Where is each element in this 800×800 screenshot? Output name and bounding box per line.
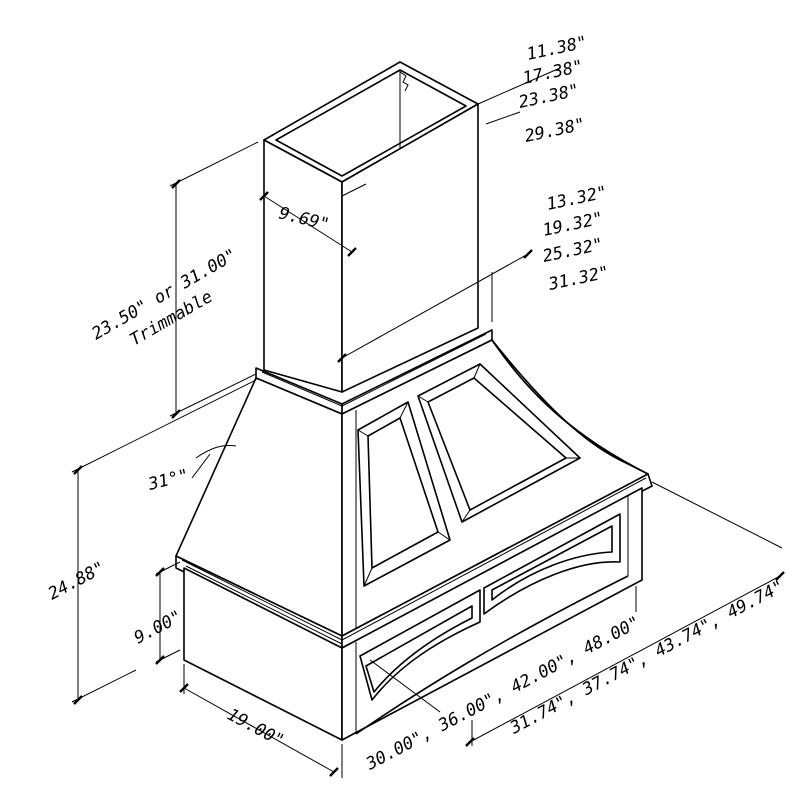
label-hood-height: 24.88" (45, 558, 109, 604)
panel-left-bevel-1 (357, 429, 369, 437)
panel-left-bevel-3 (437, 531, 451, 541)
ext-ch-bottom (169, 373, 257, 417)
ext-ow-right (651, 481, 783, 549)
chimney (263, 61, 479, 393)
ext-bh-bottom (155, 649, 181, 663)
crown-left-line-2 (185, 565, 343, 645)
hood-body (175, 339, 649, 637)
trim-left-line (261, 371, 343, 407)
chimney-top-inner (275, 69, 467, 177)
base-box (183, 487, 643, 741)
ext-depth (341, 183, 367, 197)
dimension-lines (71, 67, 785, 778)
base-panel-right (483, 513, 621, 615)
chimney-break-icon (399, 71, 409, 92)
label-depth: 19.00" (224, 705, 288, 751)
base-panel-right-inner (491, 525, 613, 601)
base-crown-trim (175, 473, 653, 649)
ext-bh-top (155, 561, 181, 575)
tick-d-b (329, 767, 339, 777)
panel-right-bevel-2 (473, 363, 481, 379)
leader-top-width (485, 111, 521, 125)
ext-hh-top (71, 379, 257, 473)
base-arch-bottom (355, 575, 629, 735)
chimney-front-face (341, 103, 479, 393)
dim-mid-width (341, 253, 529, 359)
dim-outer-width (469, 575, 781, 743)
tick-ow-b (775, 571, 785, 581)
crown-left-line (181, 559, 343, 641)
ext-ch-top (169, 141, 259, 187)
tick-depth-a (259, 191, 269, 201)
base-front-face (341, 487, 643, 741)
leader-inner-width (369, 659, 441, 713)
label-base-height: 9.00" (131, 607, 186, 649)
panel-left-bevel-4 (363, 567, 373, 587)
panel-left-bevel-2 (399, 401, 409, 419)
base-panel-left (359, 589, 481, 701)
angle-arc (195, 445, 237, 459)
tick-depth-b (347, 247, 357, 257)
label-mid-width-4: 31.32" (546, 263, 611, 296)
label-top-width-4: 29.38" (523, 115, 587, 147)
trim-front-line (341, 333, 487, 407)
ext-top-right (477, 67, 561, 105)
chimney-left-face (263, 139, 343, 393)
angle-leader (191, 453, 211, 479)
tick-mid-right (523, 249, 533, 259)
dim-chimney-depth (263, 195, 353, 253)
tick-ow-a (465, 737, 475, 747)
crown-front-line (341, 477, 647, 641)
label-angle: 31°" (145, 466, 191, 496)
panel-right-bevel-1 (417, 395, 429, 403)
base-panel-left-inner (365, 605, 473, 693)
panel-right-bevel-4 (461, 509, 471, 523)
tick-mid-left (337, 353, 347, 363)
dim-depth (183, 687, 335, 773)
ext-hh-bottom (71, 669, 137, 703)
